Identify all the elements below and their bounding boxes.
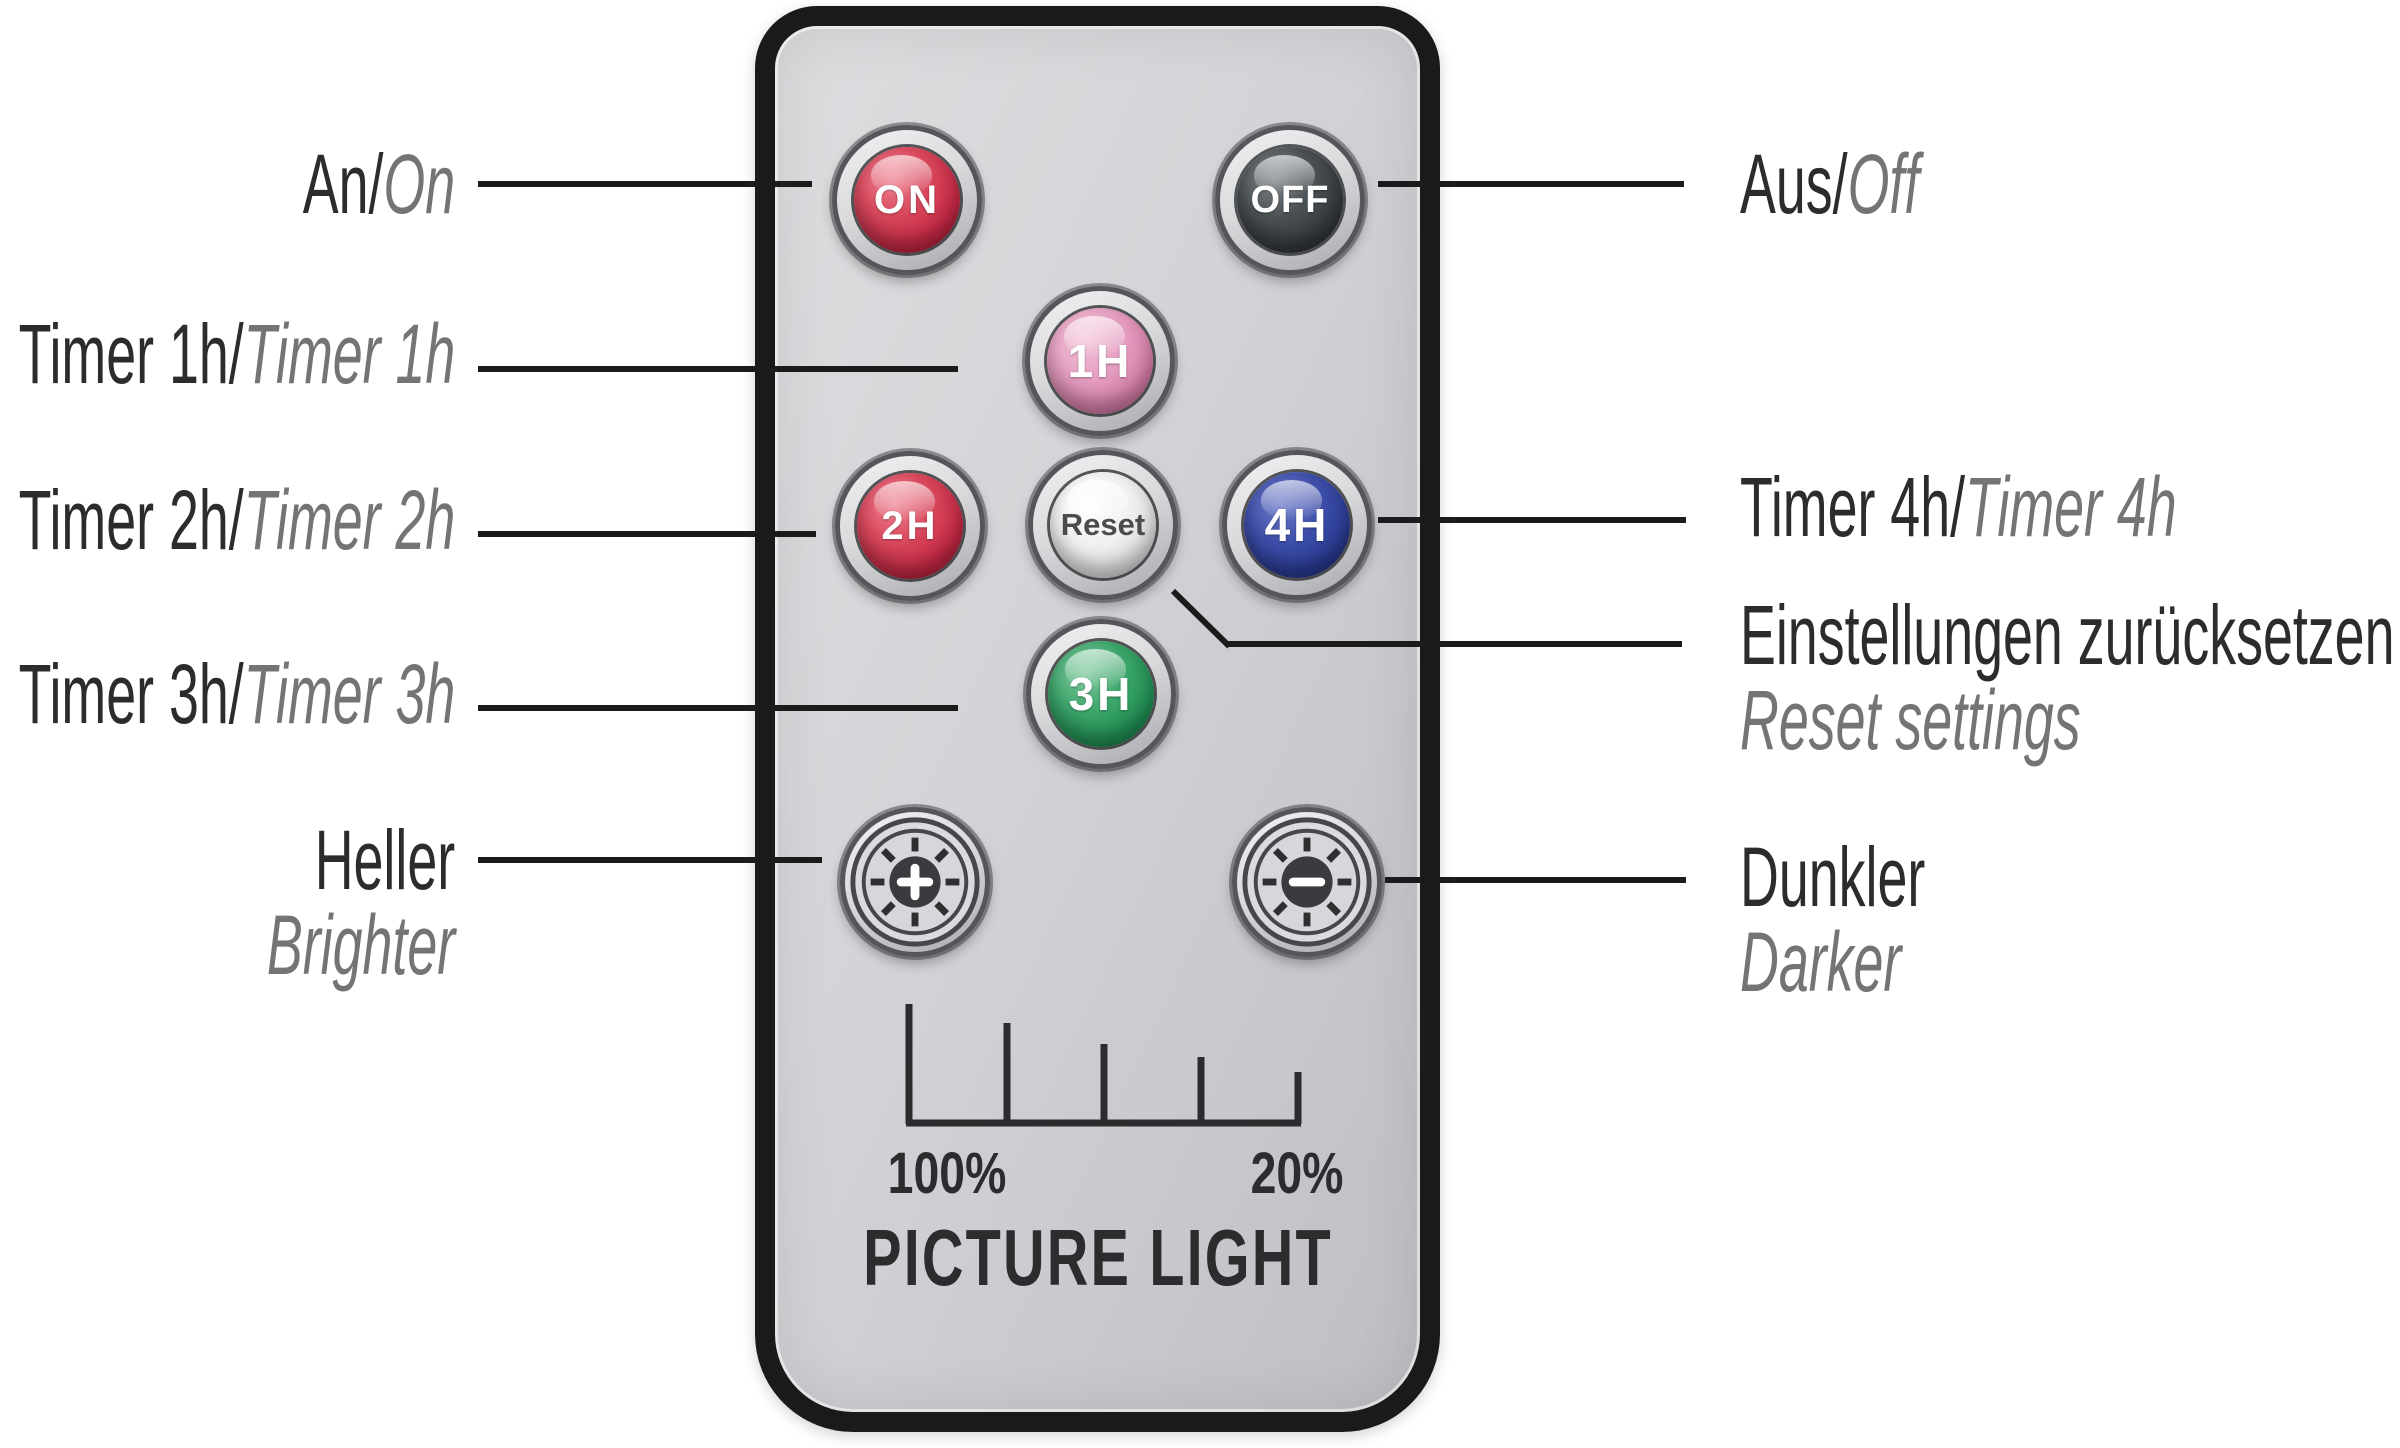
label-an-on-en: On: [383, 137, 455, 231]
reset-button[interactable]: Reset: [1028, 450, 1178, 600]
label-timer-3h: Timer 3h/Timer 3h: [18, 652, 455, 737]
label-reset-en: Reset settings: [1740, 673, 2081, 767]
timer-4h-button[interactable]: 4H: [1222, 450, 1372, 600]
brightness-plus-icon: [850, 817, 980, 947]
label-timer-2h-de: Timer 2h/: [18, 473, 244, 567]
label-heller-brighter: Heller Brighter: [267, 818, 455, 988]
label-timer-1h: Timer 1h/Timer 1h: [18, 312, 455, 397]
timer-3h-button-label: 3H: [1048, 641, 1154, 747]
label-heller-de: Heller: [314, 813, 455, 907]
brighter-button[interactable]: [840, 807, 990, 957]
connector-timer-4h: [1378, 517, 1686, 523]
connector-timer-1h: [478, 366, 958, 372]
label-dunkler-de: Dunkler: [1740, 830, 1926, 924]
label-dunkler-darker: Dunkler Darker: [1740, 835, 1925, 1005]
connector-timer-2h: [478, 531, 816, 537]
timer-1h-button[interactable]: 1H: [1025, 286, 1175, 436]
off-button[interactable]: OFF: [1215, 125, 1365, 275]
darker-button[interactable]: [1232, 807, 1382, 957]
label-aus-off: Aus/Off: [1740, 142, 1919, 227]
scale-max-label: 100%: [887, 1141, 1007, 1206]
label-timer-4h-en: Timer 4h: [1965, 460, 2177, 554]
label-timer-2h-en: Timer 2h: [243, 473, 455, 567]
brightness-minus-icon: [1242, 817, 1372, 947]
timer-2h-button-label: 2H: [857, 473, 963, 579]
label-aus-off-de: Aus/: [1740, 137, 1848, 231]
label-an-on-de: An/: [302, 137, 384, 231]
scale-min-label: 20%: [1250, 1141, 1344, 1206]
reset-button-label: Reset: [1050, 472, 1156, 578]
connector-reset: [1226, 641, 1682, 647]
label-reset-de: Einstellungen zurücksetzen: [1740, 588, 2395, 682]
connector-brighter: [478, 857, 822, 863]
label-timer-1h-en: Timer 1h: [243, 307, 455, 401]
label-timer-4h-de: Timer 4h/: [1740, 460, 1966, 554]
label-timer-4h: Timer 4h/Timer 4h: [1740, 465, 2177, 550]
label-an-on: An/On: [303, 142, 455, 227]
off-button-label: OFF: [1237, 147, 1343, 253]
label-aus-off-en: Off: [1847, 137, 1920, 231]
label-timer-3h-en: Timer 3h: [243, 647, 455, 741]
label-reset-settings: Einstellungen zurücksetzen Reset setting…: [1740, 593, 2394, 763]
on-button-label: ON: [854, 147, 960, 253]
label-timer-1h-de: Timer 1h/: [18, 307, 244, 401]
connector-darker: [1385, 877, 1686, 883]
connector-on: [478, 181, 812, 187]
timer-4h-button-label: 4H: [1244, 472, 1350, 578]
on-button[interactable]: ON: [832, 125, 982, 275]
connector-timer-3h: [478, 705, 958, 711]
brand-label: PICTURE LIGHT: [863, 1213, 1333, 1302]
timer-2h-button[interactable]: 2H: [835, 451, 985, 601]
label-timer-3h-de: Timer 3h/: [18, 647, 244, 741]
timer-3h-button[interactable]: 3H: [1026, 619, 1176, 769]
label-brighter-en: Brighter: [266, 898, 455, 992]
brightness-scale: [905, 1004, 1302, 1127]
connector-off: [1378, 181, 1684, 187]
label-timer-2h: Timer 2h/Timer 2h: [18, 478, 455, 563]
timer-1h-button-label: 1H: [1047, 308, 1153, 414]
label-darker-en: Darker: [1740, 915, 1902, 1009]
